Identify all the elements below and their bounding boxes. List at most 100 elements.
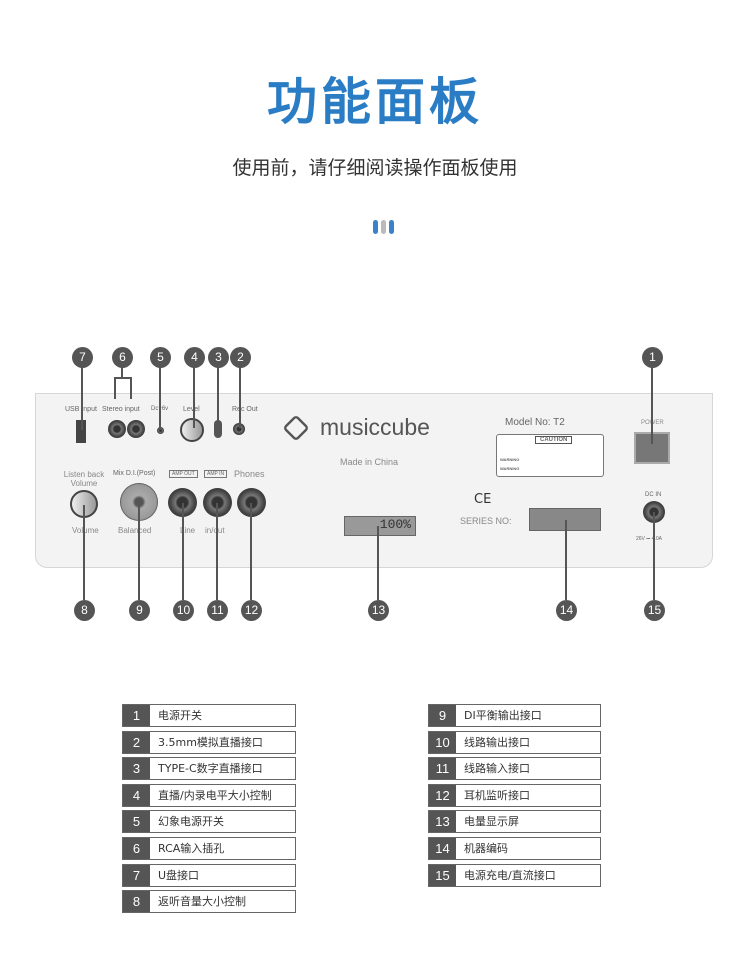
battery-display: 100% — [344, 516, 416, 536]
legend-number: 6 — [123, 837, 150, 859]
legend-row: 7 U盘接口 — [122, 863, 296, 887]
legend-row: 12 耳机监听接口 — [428, 783, 601, 807]
callout-2: 2 — [230, 347, 251, 368]
type-c-port — [214, 420, 222, 438]
warning-text: WARNING — [500, 457, 520, 462]
callout-6: 6 — [112, 347, 133, 368]
callout-line — [83, 505, 85, 600]
callout-line — [159, 367, 161, 430]
mix-di-label: Mix D.I.(Post) — [113, 470, 156, 477]
amp-in-label: AMP IN — [204, 470, 228, 478]
usb-input-label: USB Input — [65, 406, 97, 413]
page-subtitle: 使用前，请仔细阅读操作面板使用 — [232, 157, 518, 179]
dc-spec-label: 26V ⎓ 4.0A — [636, 536, 662, 542]
legend-label: 3.5mm模拟直播接口 — [158, 735, 263, 749]
callout-14: 14 — [556, 600, 577, 621]
callout-line — [121, 367, 123, 378]
brand-name: musiccube — [320, 414, 430, 440]
usb-port — [76, 420, 86, 443]
listen-back-label: Listen back Volume — [63, 470, 105, 488]
legend-row: 11 线路输入接口 — [428, 757, 601, 781]
rca-jack-left — [108, 420, 126, 438]
legend-label: TYPE-C数字直播接口 — [158, 762, 263, 776]
ce-mark: CE — [474, 492, 492, 507]
callout-line — [239, 367, 241, 428]
callout-line — [651, 367, 653, 444]
legend-label: 电量显示屏 — [464, 815, 519, 829]
legend-row: 13 电量显示屏 — [428, 810, 601, 834]
legend-row: 9 DI平衡输出接口 — [428, 704, 601, 727]
line-label: Line — [180, 526, 196, 535]
callout-13: 13 — [368, 600, 389, 621]
callout-10: 10 — [173, 600, 194, 621]
page-title: 功能面板 — [267, 73, 483, 131]
phantom-switch — [157, 427, 164, 434]
legend-label: 线路输入接口 — [464, 762, 530, 776]
made-in-label: Made in China — [340, 457, 399, 467]
legend-number: 3 — [123, 758, 150, 780]
legend-number: 10 — [429, 731, 456, 753]
legend-label: U盘接口 — [158, 868, 200, 882]
series-no-label: SERIES NO: — [460, 516, 512, 526]
callout-11: 11 — [207, 600, 228, 621]
legend-number: 13 — [429, 811, 456, 833]
callout-line — [193, 367, 195, 428]
legend-label: 电源充电/直流接口 — [464, 868, 556, 882]
model-label: Model No: T2 — [505, 417, 565, 428]
legend-label: 电源开关 — [158, 709, 202, 722]
level-knob — [180, 418, 204, 442]
legend-row: 1 电源开关 — [122, 704, 296, 727]
callout-3: 3 — [208, 347, 229, 368]
legend-label: RCA输入插孔 — [158, 841, 225, 855]
callout-1: 1 — [642, 347, 663, 368]
legend-right: 9 DI平衡输出接口 10 线路输出接口 11 线路输入接口 12 耳机监听接口 13 电量显示屏… — [428, 704, 601, 890]
legend-number: 9 — [429, 705, 456, 726]
legend-number: 5 — [123, 811, 150, 833]
legend-row: 10 线路输出接口 — [428, 730, 601, 754]
legend-row: 15 电源充电/直流接口 — [428, 863, 601, 887]
callout-12: 12 — [241, 600, 262, 621]
caution-label: CAUTION WARNING WARNING — [496, 434, 604, 477]
legend-number: 8 — [123, 891, 150, 913]
inout-label: in/out — [205, 526, 225, 535]
decor-bar — [381, 220, 386, 234]
legend-number: 12 — [429, 784, 456, 806]
decor-bar — [373, 220, 378, 234]
callout-line — [81, 367, 83, 430]
legend-row: 6 RCA输入插孔 — [122, 836, 296, 860]
rec-out-label: Rec Out — [232, 406, 258, 413]
callout-line — [377, 526, 379, 600]
legend-number: 2 — [123, 731, 150, 753]
device-panel — [35, 393, 713, 568]
dc-in-label: DC IN — [645, 492, 662, 498]
amp-out-label: AMP OUT — [169, 470, 198, 478]
caution-text: CAUTION — [535, 436, 573, 444]
decor-bar — [389, 220, 394, 234]
callout-9: 9 — [129, 600, 150, 621]
stereo-input-label: Stereo input — [102, 406, 140, 413]
volume-label: Volume — [72, 526, 99, 535]
legend-row: 3 TYPE-C数字直播接口 — [122, 757, 296, 781]
callout-line — [216, 503, 218, 600]
callout-7: 7 — [72, 347, 93, 368]
legend-label: 线路输出接口 — [464, 735, 530, 749]
rec-out-jack — [233, 423, 245, 435]
phones-label: Phones — [234, 469, 265, 479]
callout-line — [138, 503, 140, 600]
callout-line — [565, 520, 567, 600]
legend-number: 7 — [123, 864, 150, 886]
legend-number: 11 — [429, 758, 456, 780]
legend-number: 1 — [123, 705, 150, 726]
legend-row: 2 3.5mm模拟直播接口 — [122, 730, 296, 754]
balanced-label: Balanced — [118, 526, 152, 535]
legend-number: 15 — [429, 864, 456, 886]
callout-5: 5 — [150, 347, 171, 368]
legend-label: DI平衡输出接口 — [464, 709, 542, 722]
rca-jack-right — [127, 420, 145, 438]
legend-label: 耳机监听接口 — [464, 788, 530, 802]
